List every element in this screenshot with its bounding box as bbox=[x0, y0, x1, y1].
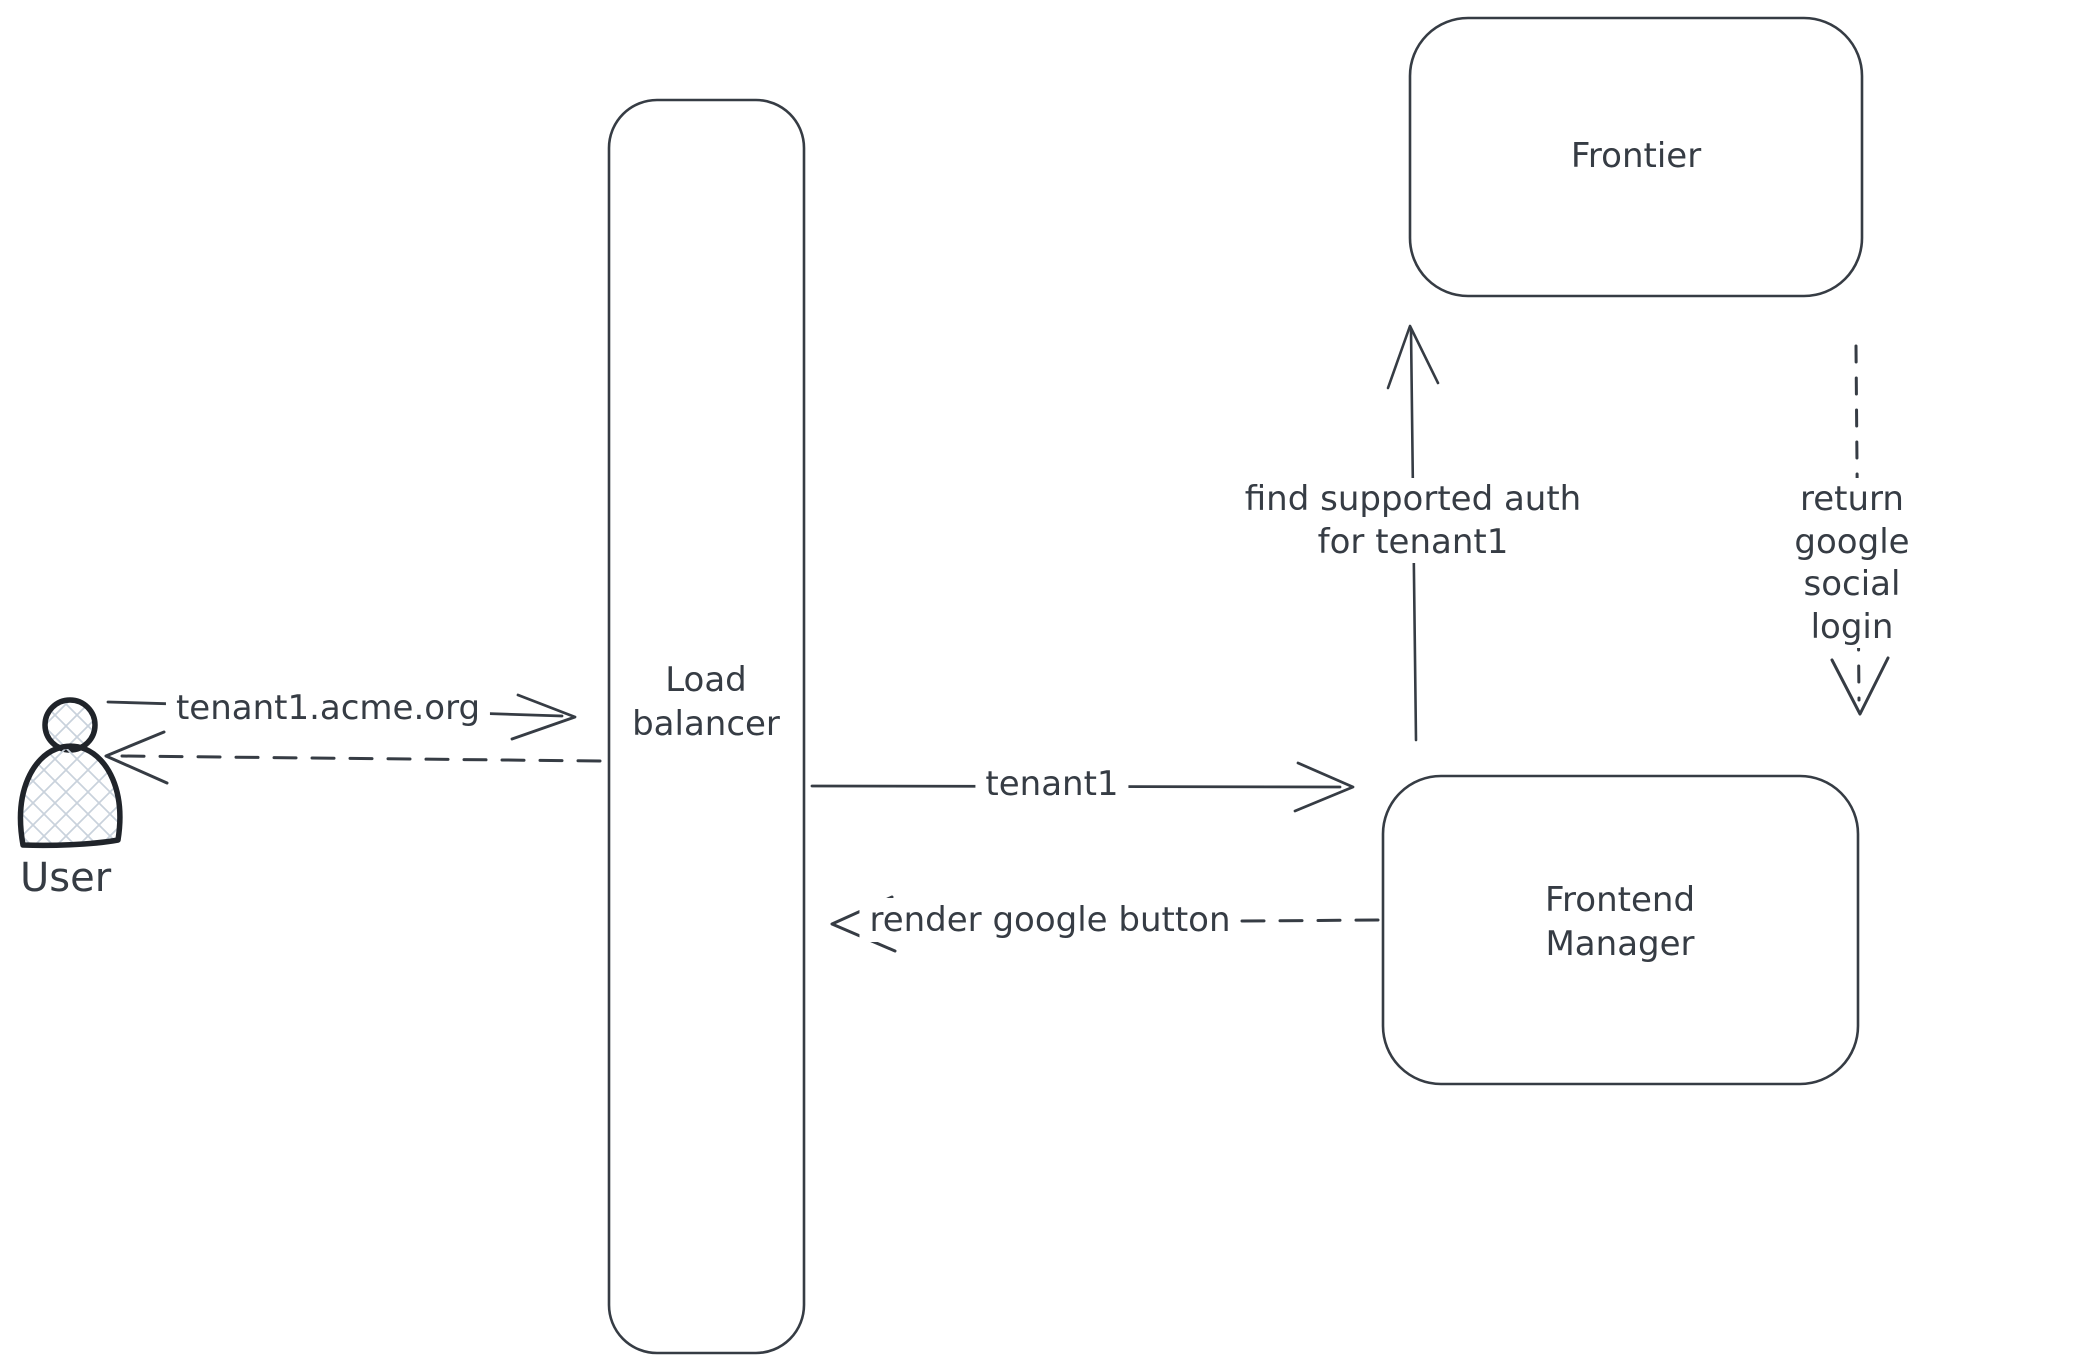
arrow-find-head bbox=[1386, 324, 1440, 390]
user-head bbox=[42, 697, 98, 753]
frontier-label[interactable]: Frontier bbox=[1570, 136, 1702, 176]
find-supported-auth-edge-label[interactable]: find supported auth for tenant1 bbox=[1234, 478, 1592, 563]
arrow-return-head bbox=[1830, 656, 1890, 716]
frontier-box[interactable] bbox=[1408, 16, 1864, 298]
arrow-response-to-user[interactable] bbox=[104, 730, 602, 785]
arrow-response-head bbox=[104, 730, 169, 785]
render-google-button-edge-label[interactable]: render google button bbox=[859, 898, 1241, 943]
load-balancer-label[interactable]: Load balancer bbox=[632, 660, 780, 745]
user-icon[interactable] bbox=[17, 697, 123, 849]
user-body bbox=[17, 743, 123, 849]
return-google-social-edge-label[interactable]: return google social login bbox=[1736, 478, 1968, 648]
tenant1-edge-label[interactable]: tenant1 bbox=[975, 762, 1129, 807]
frontend-manager-box[interactable] bbox=[1381, 774, 1860, 1086]
arrow-tenant1-head bbox=[1293, 761, 1355, 813]
arrow-request-head bbox=[510, 693, 577, 741]
user-label[interactable]: User bbox=[20, 855, 112, 901]
load-balancer-box[interactable] bbox=[607, 98, 806, 1355]
frontend-manager-label[interactable]: Frontend Manager bbox=[1544, 880, 1696, 965]
request-edge-label[interactable]: tenant1.acme.org bbox=[165, 686, 491, 731]
